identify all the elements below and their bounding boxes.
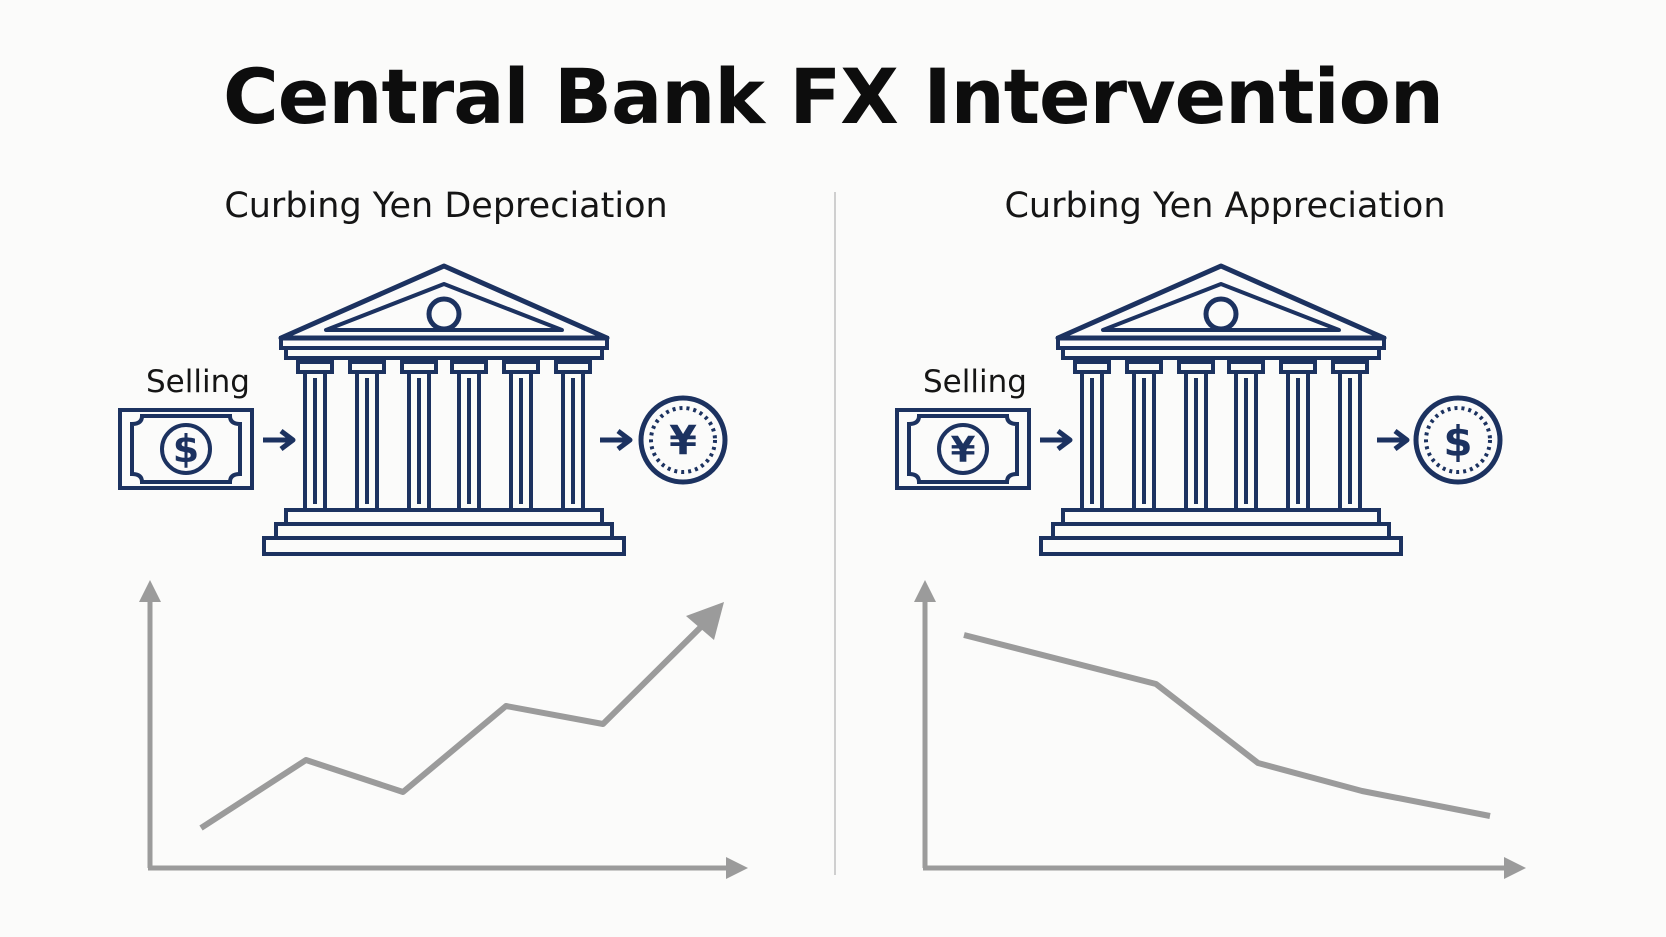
right-note-icon: ¥ bbox=[895, 408, 1031, 490]
right-coin-icon: $ bbox=[1416, 398, 1500, 482]
left-rising-trend-line bbox=[199, 613, 715, 831]
left-y-axis-arrowhead bbox=[139, 580, 161, 602]
left-note-symbol: $ bbox=[173, 427, 199, 471]
right-x-axis-arrowhead bbox=[1504, 857, 1526, 879]
panel-divider bbox=[834, 192, 836, 875]
left-trend-chart bbox=[139, 580, 748, 879]
left-bank-icon bbox=[264, 266, 624, 554]
left-trend-arrowhead bbox=[686, 602, 724, 640]
right-falling-trend-line bbox=[963, 632, 1491, 819]
left-arrow-into-bank-icon bbox=[263, 431, 293, 449]
left-coin-icon: ¥ bbox=[641, 398, 725, 482]
left-panel-heading: Curbing Yen Depreciation bbox=[224, 186, 668, 226]
right-arrow-out-of-bank-icon bbox=[1377, 431, 1407, 449]
left-coin-symbol: ¥ bbox=[669, 418, 697, 464]
left-selling-label: Selling bbox=[146, 364, 250, 400]
right-note-symbol: ¥ bbox=[950, 430, 975, 471]
right-selling-label: Selling bbox=[923, 364, 1027, 400]
right-arrow-into-bank-icon bbox=[1040, 431, 1070, 449]
right-y-axis-arrowhead bbox=[914, 580, 936, 602]
main-title: Central Bank FX Intervention bbox=[223, 52, 1444, 141]
right-panel-heading: Curbing Yen Appreciation bbox=[1004, 186, 1446, 226]
right-bank-icon bbox=[1041, 266, 1401, 554]
right-coin-symbol: $ bbox=[1443, 417, 1472, 466]
left-x-axis-arrowhead bbox=[726, 857, 748, 879]
left-note-icon: $ bbox=[118, 408, 254, 490]
right-trend-chart bbox=[914, 580, 1526, 879]
left-arrow-out-of-bank-icon bbox=[600, 431, 630, 449]
